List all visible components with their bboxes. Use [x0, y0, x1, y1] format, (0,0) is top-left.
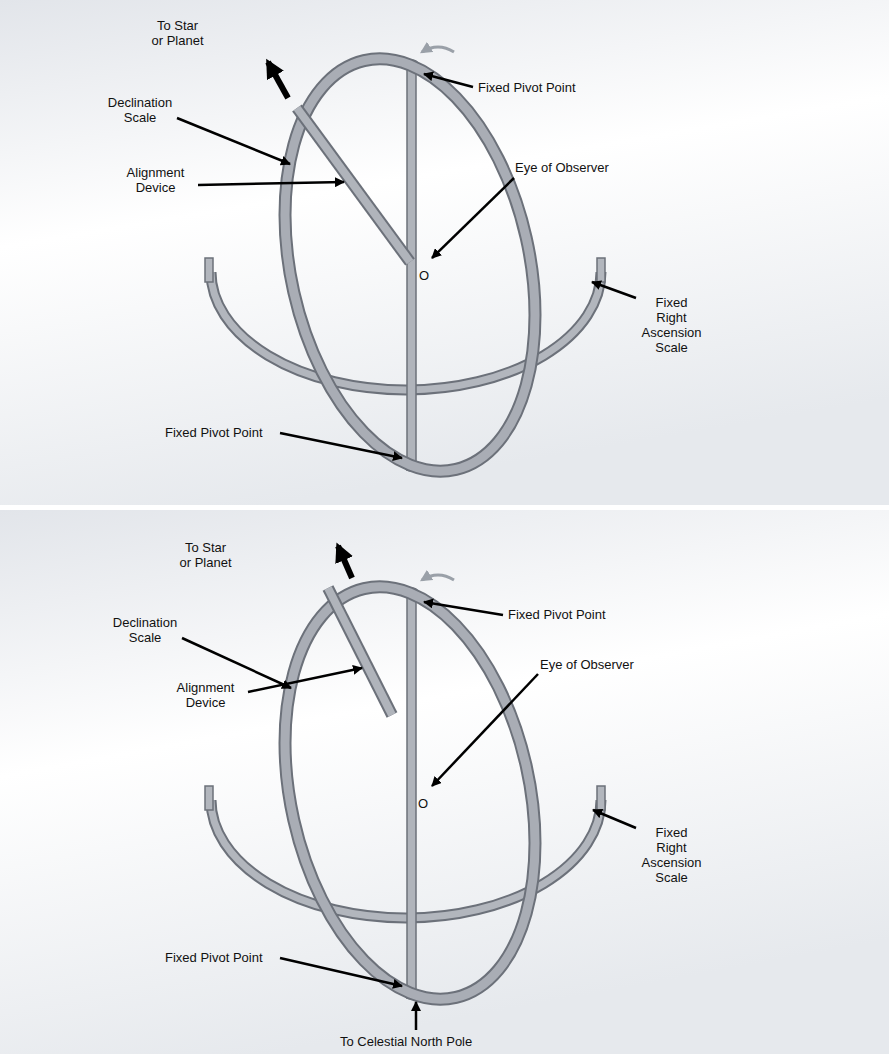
callout-label: Fixed Right Ascension Scale: [640, 825, 703, 885]
leader-arrows: [182, 602, 636, 1030]
star-direction-arrow: [338, 546, 352, 578]
callout-label: Fixed Right Ascension Scale: [640, 295, 703, 355]
callout-label: Declination Scale: [100, 95, 180, 125]
star-direction-arrow: [268, 62, 288, 98]
leader-arrows: [177, 74, 636, 458]
callout-label: To Celestial North Pole: [340, 1034, 472, 1049]
panel-ground: [0, 0, 889, 505]
callout-label: Alignment Device: [118, 165, 193, 195]
panel-divider: [0, 505, 889, 510]
panel-ground: [0, 510, 889, 1054]
origin-marker: O: [418, 796, 428, 811]
alignment-bar: [297, 108, 410, 262]
callout-label: Eye of Observer: [515, 160, 609, 175]
callout-label: Eye of Observer: [540, 657, 634, 672]
callout-label: Declination Scale: [105, 615, 185, 645]
callout-label: Fixed Pivot Point: [508, 607, 606, 622]
callout-label: To Star or Planet: [178, 540, 233, 570]
alignment-bar: [328, 588, 392, 715]
armillary-device: [205, 543, 605, 1043]
callout-label: Fixed Pivot Point: [165, 950, 263, 965]
alignment-bar: [328, 588, 392, 715]
callout-label: Fixed Pivot Point: [478, 80, 576, 95]
origin-marker: O: [419, 268, 429, 283]
armillary-device: [205, 15, 605, 515]
callout-label: To Star or Planet: [150, 18, 205, 48]
callout-label: Alignment Device: [168, 680, 243, 710]
alignment-bar: [297, 108, 410, 262]
callout-label: Fixed Pivot Point: [165, 425, 263, 440]
